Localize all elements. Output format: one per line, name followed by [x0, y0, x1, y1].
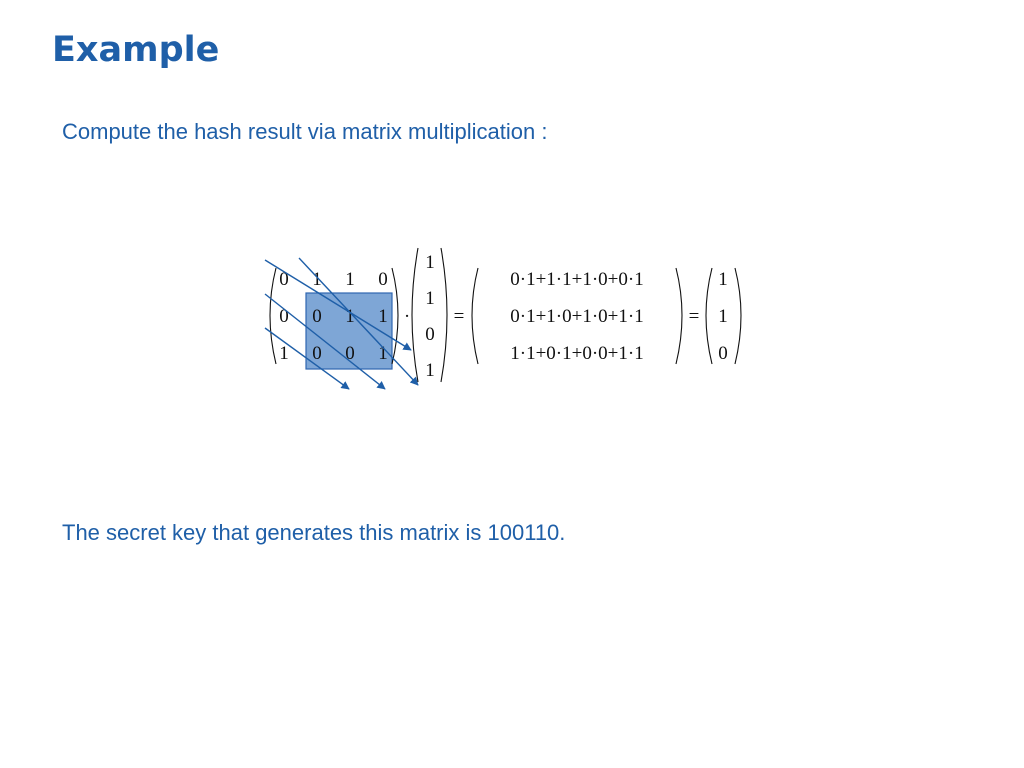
expansion-row: 0·1+1·1+1·0+0·1	[510, 269, 643, 290]
result-cell: 1	[718, 269, 728, 290]
matrix-left-paren	[269, 267, 277, 365]
expansion-row: 1·1+0·1+0·0+1·1	[510, 343, 643, 364]
highlight-box	[305, 292, 393, 370]
vector-cell: 1	[425, 288, 435, 309]
hash-result: 1 1 0	[718, 269, 728, 364]
matrix-cell: 0	[378, 269, 388, 290]
matrix-cell: 0	[312, 343, 322, 364]
matrix-cell: 1	[312, 269, 322, 290]
diagonal-arrow	[264, 259, 412, 351]
matrix-cell: 0	[345, 343, 355, 364]
dot-operator: ·	[404, 306, 410, 327]
diagonal-arrows	[264, 257, 419, 390]
diagonal-arrow	[264, 293, 386, 390]
matrix-cell: 1	[378, 343, 388, 364]
matrix-cell: 1	[279, 343, 289, 364]
equals-sign: =	[689, 306, 700, 327]
equals-sign: =	[454, 306, 465, 327]
result-left-paren	[705, 267, 713, 365]
matrix-right-paren	[391, 267, 399, 365]
expansion-column: 0·1+1·1+1·0+0·1 0·1+1·0+1·0+1·1 1·1+0·1+…	[510, 269, 643, 364]
result-right-paren	[734, 267, 742, 365]
vector-cell: 0	[425, 324, 435, 345]
slide-title: Example	[52, 30, 220, 70]
vector-left-paren	[411, 247, 419, 383]
vector-cell: 1	[425, 252, 435, 273]
expansion-right-paren	[675, 267, 683, 365]
vector-cell: 1	[425, 360, 435, 381]
matrix-cell: 0	[312, 306, 322, 327]
key-vector: 1 1 0 1	[425, 252, 435, 381]
expansion-left-paren	[471, 267, 479, 365]
matrix-cell: 0	[279, 306, 289, 327]
diagonal-arrow	[264, 327, 350, 390]
conclusion-text: The secret key that generates this matri…	[62, 520, 566, 545]
result-cell: 1	[718, 306, 728, 327]
vector-right-paren	[440, 247, 448, 383]
matrix-cell: 0	[279, 269, 289, 290]
diagonal-arrow	[298, 257, 419, 386]
result-cell: 0	[718, 343, 728, 364]
matrix-cell: 1	[345, 306, 355, 327]
matrix-cell: 1	[378, 306, 388, 327]
matrix-cell: 1	[345, 269, 355, 290]
intro-text: Compute the hash result via matrix multi…	[62, 119, 548, 144]
expansion-row: 0·1+1·0+1·0+1·1	[510, 306, 643, 327]
hash-matrix: 0 1 1 0 0 0 1 1 1 0 0 1	[279, 269, 388, 364]
